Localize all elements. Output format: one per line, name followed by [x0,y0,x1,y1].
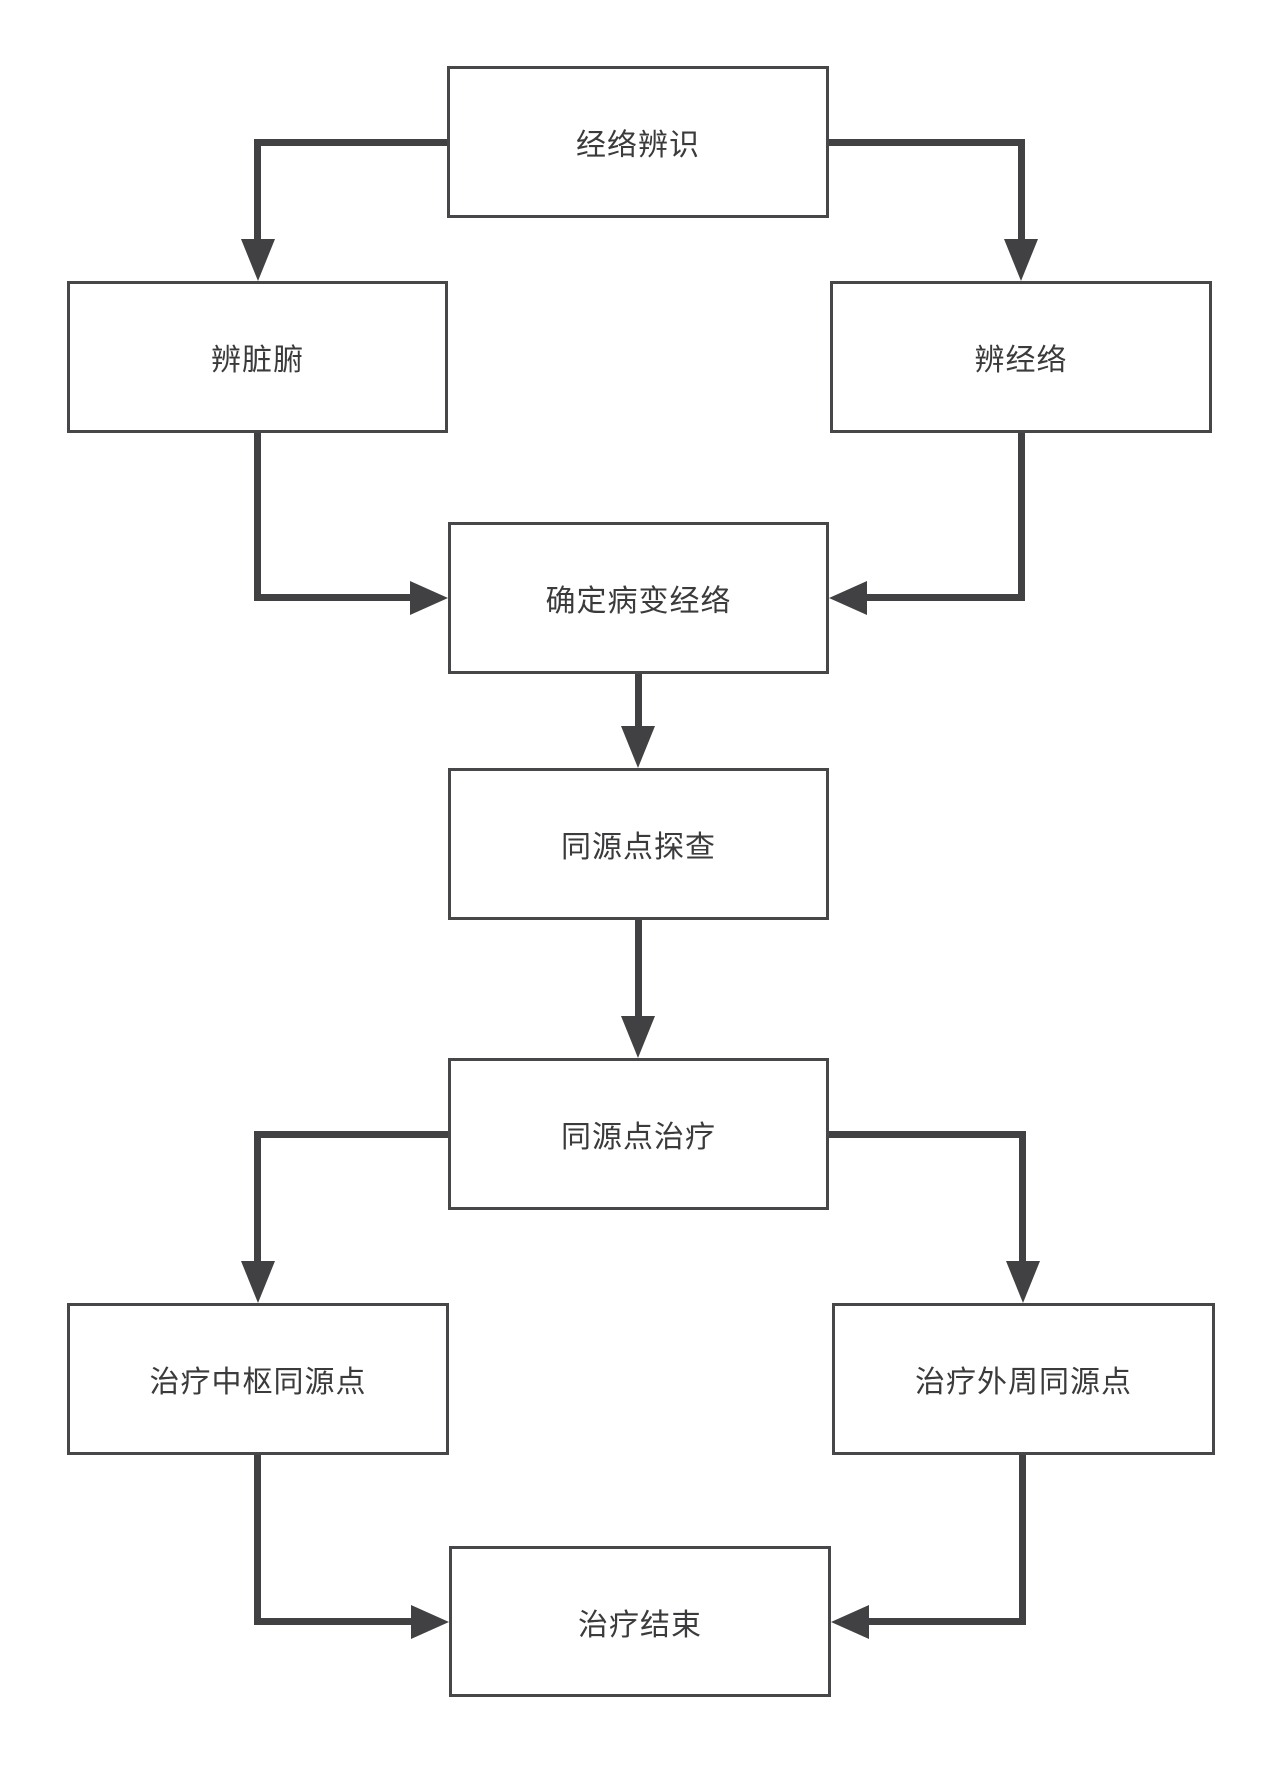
node-label-homologous-point-detection: 同源点探查 [561,831,716,864]
node-label-treat-peripheral-homologous-points: 治疗外周同源点 [915,1366,1132,1399]
edge-central-to-end-vertical [254,1455,261,1625]
edge-treatment-to-peripheral-horizontal [829,1131,1026,1138]
arrowhead-into-differentiate-zangfu [241,239,275,281]
edge-central-to-end-horizontal [254,1618,413,1625]
node-determine-diseased-meridian: 确定病变经络 [448,522,829,674]
node-label-treat-central-homologous-points: 治疗中枢同源点 [149,1366,367,1399]
edge-meridians-to-determine-horizontal [865,594,1025,601]
edge-zangfu-to-determine-vertical [254,433,261,601]
node-homologous-point-detection: 同源点探查 [448,768,829,920]
node-label-meridian-identification: 经络辨识 [576,129,700,162]
node-label-differentiate-zangfu: 辨脏腑 [211,344,304,377]
edge-treatment-to-central-vertical [254,1131,261,1263]
node-treat-central-homologous-points: 治疗中枢同源点 [67,1303,449,1455]
node-treatment-end: 治疗结束 [449,1546,831,1697]
node-homologous-point-treatment: 同源点治疗 [448,1058,829,1210]
edge-identification-to-meridians-vertical [1018,139,1025,241]
arrowhead-into-end-right [831,1605,869,1639]
edge-detection-to-treatment-vertical [635,920,642,1018]
edge-peripheral-to-end-vertical [1019,1455,1026,1625]
node-treat-peripheral-homologous-points: 治疗外周同源点 [832,1303,1215,1455]
edge-treatment-to-central-horizontal [254,1131,448,1138]
edge-zangfu-to-determine-horizontal [254,594,412,601]
edge-identification-to-zangfu-vertical [254,139,261,241]
edge-peripheral-to-end-horizontal [867,1618,1026,1625]
node-meridian-identification: 经络辨识 [447,66,829,218]
arrowhead-into-determine-left [410,581,448,615]
node-label-treatment-end: 治疗结束 [578,1608,702,1642]
arrowhead-into-differentiate-meridians [1004,239,1038,281]
edge-identification-to-meridians-horizontal [829,139,1025,146]
node-label-determine-diseased-meridian: 确定病变经络 [545,585,732,618]
arrowhead-into-treat-peripheral [1006,1261,1040,1303]
arrowhead-into-determine-right [829,581,867,615]
edge-treatment-to-peripheral-vertical [1019,1131,1026,1263]
node-label-homologous-point-treatment: 同源点治疗 [561,1121,716,1154]
edge-identification-to-zangfu-horizontal [254,139,447,146]
node-differentiate-zangfu: 辨脏腑 [67,281,448,433]
arrowhead-into-treatment [621,1016,655,1058]
node-label-differentiate-meridians: 辨经络 [974,344,1068,377]
edge-meridians-to-determine-vertical [1018,433,1025,601]
edge-determine-to-detection-vertical [635,674,642,728]
node-differentiate-meridians: 辨经络 [830,281,1212,433]
arrowhead-into-end-left [411,1605,449,1639]
arrowhead-into-treat-central [241,1261,275,1303]
arrowhead-into-detection [621,726,655,768]
